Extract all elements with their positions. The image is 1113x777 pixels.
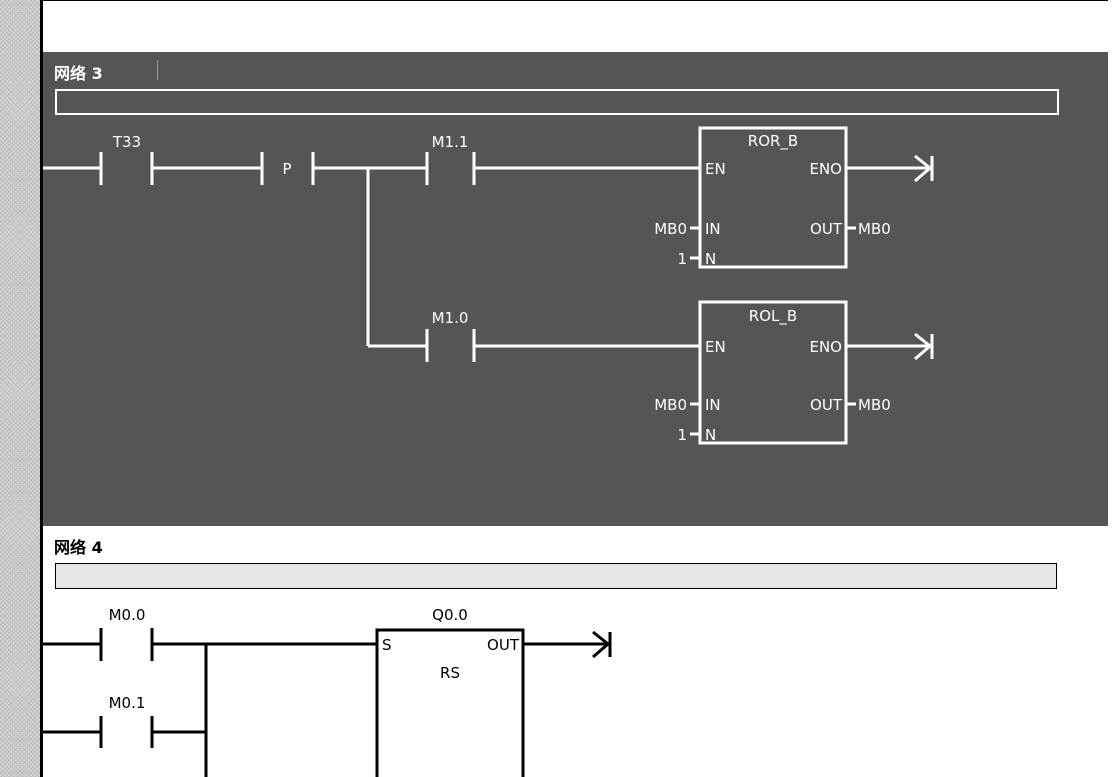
rol-in-operand[interactable]: MB0 bbox=[654, 396, 687, 414]
contact-m1-1-label: M1.1 bbox=[432, 133, 469, 151]
editor-top-border bbox=[0, 0, 1113, 9]
editor-left-margin bbox=[0, 0, 43, 777]
network-3-ladder: T33 P M1.1 M1.0 ROR_B EN ENO IN OUT N MB… bbox=[43, 126, 934, 445]
rol-n-operand[interactable]: 1 bbox=[677, 426, 687, 444]
ror-n-pin: N bbox=[705, 250, 716, 268]
ror-en-pin: EN bbox=[705, 160, 726, 178]
ror-eno-pin: ENO bbox=[809, 160, 842, 178]
rol-en-pin: EN bbox=[705, 338, 726, 356]
ror-box-title: ROR_B bbox=[748, 132, 798, 151]
rol-out-pin: OUT bbox=[810, 396, 843, 414]
network-3-title[interactable]: 网络 3 bbox=[54, 64, 103, 83]
network-4-title[interactable]: 网络 4 bbox=[54, 538, 103, 557]
editor-right-edge bbox=[1108, 0, 1113, 777]
ror-in-operand[interactable]: MB0 bbox=[654, 220, 687, 238]
rol-box-title: ROL_B bbox=[749, 307, 797, 326]
network-title-divider bbox=[157, 60, 158, 80]
ror-in-pin: IN bbox=[705, 220, 721, 238]
positive-transition-label: P bbox=[282, 160, 291, 178]
network-4-ladder: M0.0 M0.1 Q0.0 S OUT RS bbox=[43, 606, 612, 777]
contact-m1-0-label: M1.0 bbox=[432, 309, 469, 327]
ror-out-pin: OUT bbox=[810, 220, 843, 238]
ror-n-operand[interactable]: 1 bbox=[677, 250, 687, 268]
ror-out-operand[interactable]: MB0 bbox=[858, 220, 891, 238]
contact-t33-label: T33 bbox=[112, 133, 141, 151]
rol-n-pin: N bbox=[705, 426, 716, 444]
rol-eno-pin: ENO bbox=[809, 338, 842, 356]
contact-m0-1-label: M0.1 bbox=[109, 694, 146, 712]
rs-out-pin: OUT bbox=[487, 636, 520, 654]
rs-type-label: RS bbox=[440, 664, 460, 682]
network-3-comment-field[interactable] bbox=[55, 89, 1059, 115]
network-3-panel[interactable]: 网络 3 bbox=[43, 52, 1108, 526]
rs-address-label[interactable]: Q0.0 bbox=[432, 606, 468, 624]
network-4-comment-field[interactable] bbox=[55, 563, 1057, 589]
contact-m0-0-label: M0.0 bbox=[109, 606, 146, 624]
rs-s-pin: S bbox=[382, 636, 392, 654]
network-4-panel[interactable]: 网络 4 M0.0 M0.1 Q0.0 S OUT RS bbox=[43, 526, 1108, 777]
rol-out-operand[interactable]: MB0 bbox=[858, 396, 891, 414]
rol-in-pin: IN bbox=[705, 396, 721, 414]
